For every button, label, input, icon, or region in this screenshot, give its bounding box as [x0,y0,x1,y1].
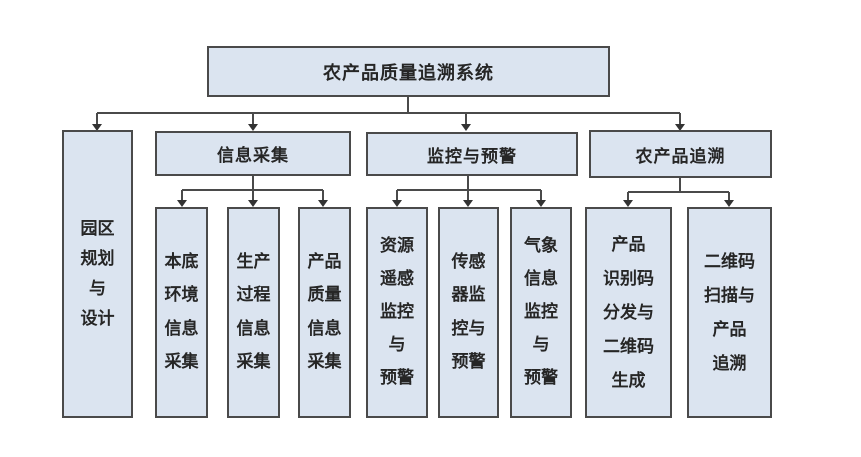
leaf-box-baseline-env-info: 本底 环境 信息 采集 [155,207,208,418]
root-box: 农产品质量追溯系统 [207,46,610,97]
branch-box-park-planning: 园区 规划 与 设计 [62,130,133,418]
leaf-box-qr-scan-traceability: 二维码 扫描与 产品 追溯 [687,207,772,418]
leaf-box-production-process-info: 生产 过程 信息 采集 [227,207,280,418]
branch-box-info-collection: 信息采集 [155,131,351,176]
leaf-box-remote-sensing-monitoring: 资源 遥感 监控 与 预警 [366,207,428,418]
branch-box-monitoring-warning: 监控与预警 [366,132,578,176]
leaf-box-id-code-qr-generation: 产品 识别码 分发与 二维码 生成 [585,207,672,418]
branch-box-product-traceability: 农产品追溯 [589,130,772,178]
leaf-box-sensor-monitoring: 传感 器监 控与 预警 [438,207,499,418]
leaf-box-weather-info-monitoring: 气象 信息 监控 与 预警 [510,207,572,418]
leaf-box-product-quality-info: 产品 质量 信息 采集 [298,207,351,418]
